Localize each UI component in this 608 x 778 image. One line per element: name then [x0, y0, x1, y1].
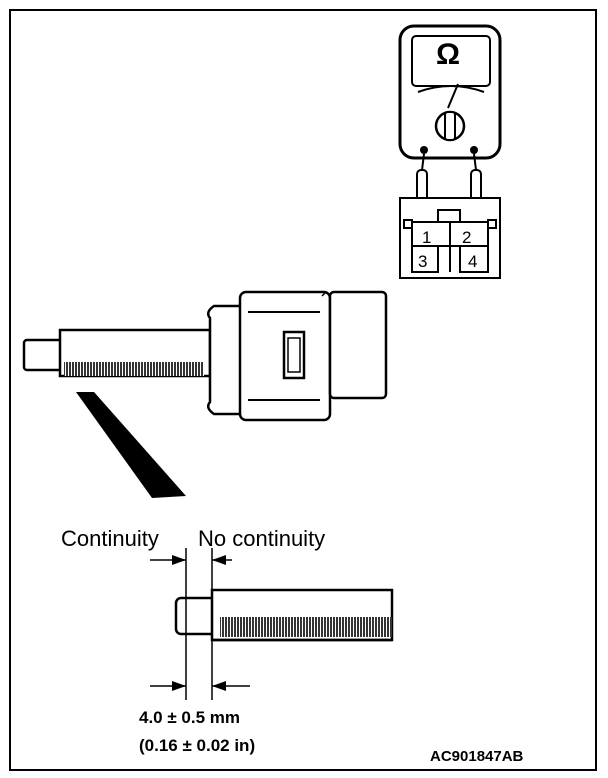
- switch-body: [22, 290, 388, 422]
- figure-code-label: AC901847AB: [430, 748, 524, 765]
- connector: [399, 197, 501, 279]
- pin-3-label: 3: [418, 252, 428, 271]
- detail-callout-wedge: [76, 392, 186, 498]
- pin-2-label: 2: [462, 228, 472, 247]
- pin-4-label: 4: [468, 252, 478, 271]
- detail-plunger: [174, 588, 394, 642]
- probe-leads: [416, 153, 482, 233]
- dimension-in-label: (0.16 ± 0.02 in): [139, 736, 256, 755]
- figure-frame: [9, 9, 597, 771]
- no-continuity-label: No continuity: [198, 526, 326, 551]
- dimension-lines: [150, 548, 250, 700]
- ohm-symbol: Ω: [436, 38, 461, 71]
- ohmmeter: [398, 24, 502, 160]
- pin-1-label: 1: [422, 228, 432, 247]
- dimension-mm-label: 4.0 ± 0.5 mm: [139, 708, 240, 727]
- continuity-label: Continuity: [61, 526, 159, 551]
